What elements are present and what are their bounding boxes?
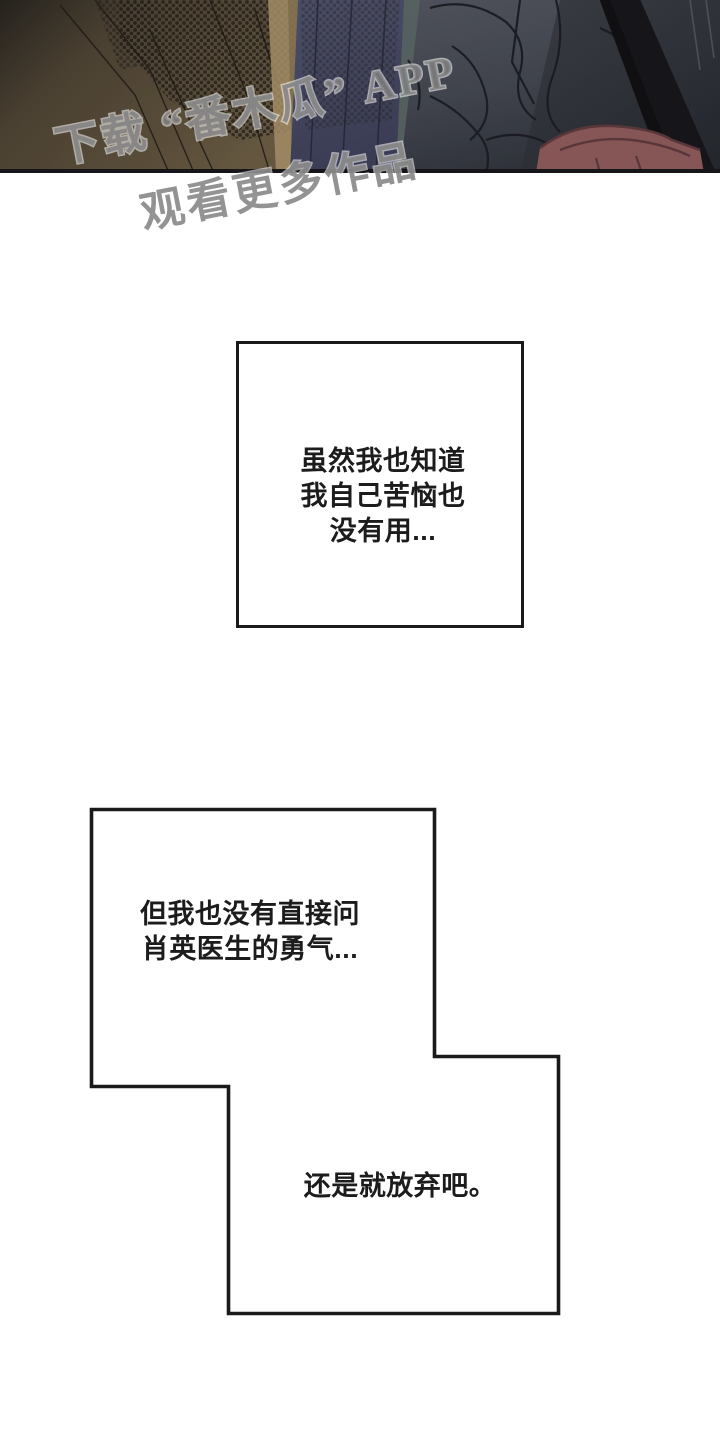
narration-box-lower-stepped (89, 807, 561, 1316)
narration-text-lower-b: 还是就放弃吧。 (303, 1171, 497, 1201)
narration-box-upper: 虽然我也知道 我自己苦恼也 没有用... (236, 341, 524, 628)
narration-text-lower-a: 但我也没有直接问 肖英医生的勇气... (140, 899, 360, 965)
comic-illustration-panel (0, 0, 720, 173)
narration-text-upper: 虽然我也知道 我自己苦恼也 没有用... (300, 446, 466, 547)
comic-artwork-svg (0, 0, 720, 169)
